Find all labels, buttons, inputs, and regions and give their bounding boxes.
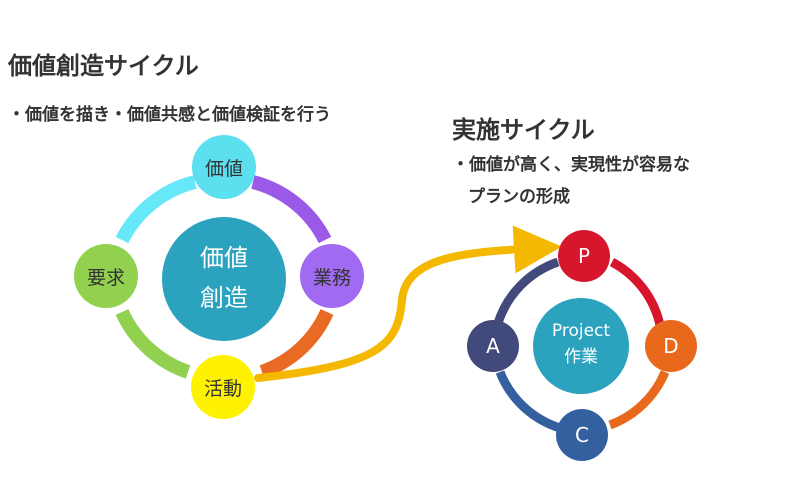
main-node-activity-circle [191, 355, 255, 419]
side-node-c: C [556, 409, 608, 461]
main-arc-request-value [115, 175, 197, 244]
main-node-activity: 活動 [191, 355, 255, 419]
main-node-value: 価値 [192, 135, 256, 199]
side-cycle-desc-line2: プランの形成 [468, 187, 570, 207]
side-node-p: P [558, 230, 610, 282]
main-cycle-title: 価値創造サイクル [8, 52, 199, 80]
side-center-circle [533, 298, 629, 394]
main-node-request-label: 要求 [87, 267, 125, 289]
side-node-a-circle [467, 320, 519, 372]
side-center-label-line2: 作業 [564, 347, 598, 367]
side-cycle-title: 実施サイクル [452, 116, 595, 144]
side-node-p-circle [558, 230, 610, 282]
main-center-label-line2: 創造 [200, 284, 248, 312]
side-center-label-line1: Project [552, 321, 610, 341]
side-node-d: D [645, 320, 697, 372]
side-node-c-circle [556, 409, 608, 461]
side-node-a: A [467, 320, 519, 372]
side-node-d-label: D [663, 334, 678, 358]
side-node-c-label: C [575, 423, 589, 447]
main-node-business-circle [300, 244, 364, 308]
side-cycle-desc-line1: ・価値が高く、実現性が容易な [452, 155, 690, 175]
side-node-p-label: P [578, 244, 590, 268]
main-node-business-label: 業務 [313, 267, 351, 289]
side-center-node: Project 作業 [533, 298, 629, 394]
main-node-value-label: 価値 [205, 158, 243, 180]
main-center-label-line1: 価値 [200, 244, 248, 272]
main-center-circle [162, 217, 286, 341]
main-node-business: 業務 [300, 244, 364, 308]
main-node-request-circle [74, 244, 138, 308]
main-node-activity-label: 活動 [204, 378, 242, 400]
main-node-value-circle [192, 135, 256, 199]
main-arc-business-activity [259, 308, 334, 379]
side-arc-c-a [495, 370, 562, 433]
side-node-d-circle [645, 320, 697, 372]
main-arc-activity-request [115, 308, 191, 379]
main-node-request: 要求 [74, 244, 138, 308]
connector-arrow [254, 225, 562, 382]
side-arc-p-d [609, 258, 665, 327]
side-arc-a-p [493, 257, 560, 325]
main-cycle-subtitle: ・価値を描き・価値共感と価値検証を行う [8, 105, 331, 125]
main-arc-value-business [251, 175, 332, 244]
side-arc-d-c [608, 370, 670, 430]
side-node-a-label: A [486, 334, 500, 358]
main-center-node: 価値 創造 [162, 217, 286, 341]
